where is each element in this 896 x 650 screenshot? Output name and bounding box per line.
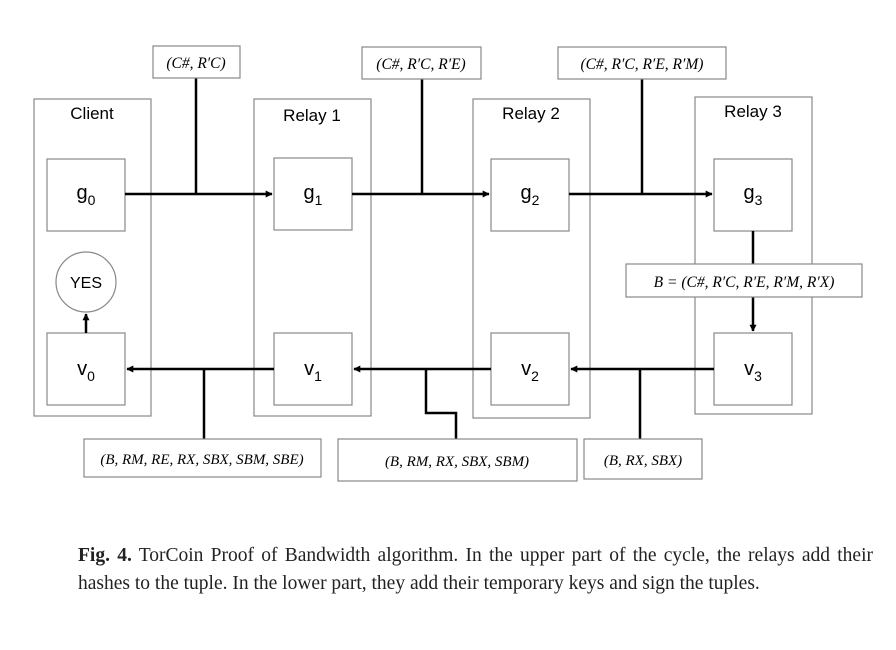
yes-node — [55, 251, 117, 313]
tuple-top-2: (C#, R′C, R′E) — [376, 56, 465, 73]
caption-text: TorCoin Proof of Bandwidth algorithm. In… — [78, 545, 873, 594]
yes-label: YES — [70, 275, 102, 292]
v3-label: v3 — [744, 358, 762, 384]
figure-caption: Fig. 4. TorCoin Proof of Bandwidth algor… — [78, 542, 873, 598]
tuple-top-3: (C#, R′C, R′E, R′M) — [581, 56, 704, 73]
v0-label: v0 — [77, 358, 95, 384]
node-g2 — [490, 158, 570, 232]
node-v1 — [273, 332, 353, 406]
node-v3 — [713, 332, 793, 406]
v1-label: v1 — [304, 358, 322, 384]
tuple-top-1: (C#, R′C) — [166, 55, 225, 72]
g0-label: g0 — [77, 182, 96, 208]
caption-label: Fig. 4. — [78, 545, 132, 566]
g3-label: g3 — [744, 182, 763, 208]
relay3-column — [694, 96, 813, 415]
tap-bottom-2 — [424, 369, 458, 439]
relay1-column — [253, 98, 372, 417]
g2-label: g2 — [521, 182, 540, 208]
b-definition-box — [625, 263, 863, 298]
client-title: Client — [70, 104, 114, 123]
v2-label: v2 — [521, 358, 539, 384]
client-column — [33, 98, 152, 417]
tuple-bottom-3: (B, RX, SBX) — [604, 453, 682, 469]
g1-label: g1 — [304, 182, 323, 208]
tuple-bottom-1: (B, RM, RE, RX, SBX, SBM, SBE) — [100, 452, 303, 468]
tuple-bottom-2: (B, RM, RX, SBX, SBM) — [385, 454, 529, 470]
node-g1 — [273, 157, 353, 231]
relay1-title: Relay 1 — [283, 106, 341, 125]
b-definition: B = (C#, R′C, R′E, R′M, R′X) — [654, 274, 835, 291]
tuple-top-1-box — [152, 45, 241, 79]
node-g3 — [713, 158, 793, 232]
tuple-bottom-1-box — [83, 438, 322, 478]
node-v0 — [46, 332, 126, 406]
tuple-bottom-2-box — [337, 438, 578, 482]
tuple-top-3-box — [557, 46, 727, 80]
node-g0 — [46, 158, 126, 232]
tuple-bottom-3-box — [583, 438, 703, 480]
relay3-title: Relay 3 — [724, 102, 782, 121]
relay2-column — [472, 98, 591, 419]
tuple-top-2-box — [361, 46, 482, 80]
relay2-title: Relay 2 — [502, 104, 560, 123]
node-v2 — [490, 332, 570, 406]
